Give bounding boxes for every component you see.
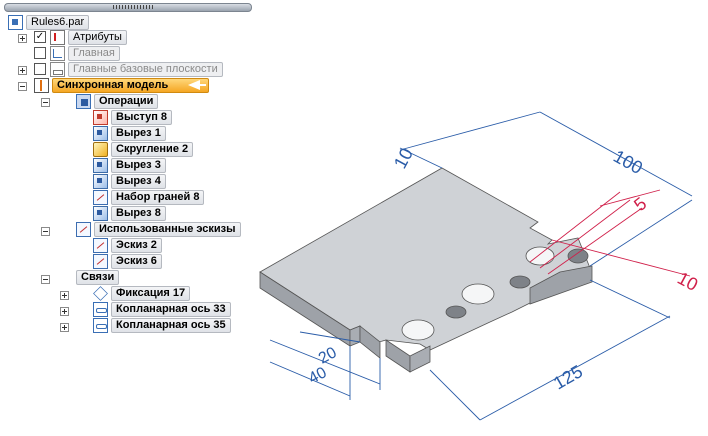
tree-item-op[interactable]: Выступ 8 [93, 110, 173, 125]
synchronous-icon [34, 78, 49, 93]
collapse-relations[interactable] [41, 275, 50, 284]
tree-item-sketch[interactable]: Эскиз 6 [93, 254, 162, 269]
dimension-5[interactable]: 5 [630, 193, 650, 215]
expand-attributes[interactable] [18, 34, 27, 43]
expand-relation[interactable] [60, 323, 69, 332]
dimension-lines-blue [269, 111, 693, 421]
op-label[interactable]: Набор граней 8 [111, 190, 205, 205]
path-finder-tree: Rules6.par ✓ Атрибуты Главная Главные ба… [0, 0, 260, 340]
tree-item-relation[interactable]: Копланарная ось 33 [93, 302, 231, 317]
op-label[interactable]: Вырез 1 [111, 126, 166, 141]
selection-arrow-tail [198, 84, 207, 86]
tree-item-attributes[interactable]: Атрибуты [50, 30, 127, 45]
slot-hole [445, 305, 467, 319]
dimension-10-top[interactable]: 10 [390, 145, 417, 172]
dimension-20[interactable]: 20 [316, 344, 340, 367]
cutout-icon [93, 158, 108, 173]
tree-item-relation[interactable]: Фиксация 17 [93, 286, 191, 301]
root-label[interactable]: Rules6.par [26, 15, 90, 30]
used-sketches-label[interactable]: Использованные эскизы [94, 222, 241, 237]
operations-icon [76, 94, 91, 109]
tree-item-used-sketches[interactable]: Использованные эскизы [76, 222, 241, 237]
cutout-icon [93, 174, 108, 189]
coplanar-axis-icon [93, 302, 108, 317]
pane-splitter[interactable] [4, 3, 252, 12]
tree-item-sync-model[interactable]: Синхронная модель [34, 78, 210, 93]
part-side-face[interactable] [385, 339, 411, 373]
slot-hole [401, 319, 435, 341]
op-label[interactable]: Вырез 8 [111, 206, 166, 221]
expand-base-planes[interactable] [18, 66, 27, 75]
relation-label[interactable]: Копланарная ось 33 [111, 302, 231, 317]
op-label[interactable]: Вырез 3 [111, 158, 166, 173]
attributes-icon [50, 30, 65, 45]
collapse-operations[interactable] [41, 98, 50, 107]
tree-item-op[interactable]: Вырез 3 [93, 158, 166, 173]
plane-icon [50, 62, 65, 77]
tree-item-operations[interactable]: Операции [76, 94, 159, 109]
collapse-used-sketches[interactable] [41, 227, 50, 236]
sketch-icon [76, 222, 91, 237]
tree-root[interactable]: Rules6.par [8, 15, 90, 30]
selection-arrow-icon [188, 80, 201, 90]
tree-item-sketch[interactable]: Эскиз 2 [93, 238, 162, 253]
part-side-face[interactable] [529, 265, 593, 305]
part-model[interactable] [259, 167, 593, 373]
expand-relation[interactable] [60, 291, 69, 300]
tree-item-op[interactable]: Скругление 2 [93, 142, 194, 157]
tree-item-relations[interactable]: Связи [76, 270, 120, 285]
relation-label[interactable]: Фиксация 17 [111, 286, 191, 301]
base-planes-label[interactable]: Главные базовые плоскости [68, 62, 223, 77]
dimension-10-right[interactable]: 10 [674, 268, 701, 295]
protrusion-icon [93, 110, 108, 125]
attributes-label[interactable]: Атрибуты [68, 30, 127, 45]
tree-item-op[interactable]: Вырез 1 [93, 126, 166, 141]
tree-item-main[interactable]: Главная [50, 46, 120, 61]
tree-item-op[interactable]: Вырез 4 [93, 174, 166, 189]
op-label[interactable]: Выступ 8 [111, 110, 173, 125]
coplanar-axis-icon [93, 318, 108, 333]
tree-item-base-planes[interactable]: Главные базовые плоскости [50, 62, 223, 77]
dimension-100[interactable]: 100 [610, 146, 646, 178]
relation-label[interactable]: Копланарная ось 35 [111, 318, 231, 333]
slot-hole [461, 283, 495, 305]
op-label[interactable]: Скругление 2 [111, 142, 194, 157]
tree-item-op[interactable]: Набор граней 8 [93, 190, 205, 205]
sketch-label[interactable]: Эскиз 2 [111, 238, 162, 253]
dimension-40[interactable]: 40 [306, 364, 330, 387]
dimension-lines-red [529, 189, 691, 277]
splitter-grip[interactable] [113, 5, 153, 9]
round-icon [93, 142, 108, 157]
slot-hole [567, 248, 589, 264]
attributes-checkbox[interactable]: ✓ [34, 31, 46, 43]
relations-label[interactable]: Связи [76, 270, 120, 285]
sketch-icon [93, 238, 108, 253]
part-side-face[interactable] [409, 345, 431, 373]
coordinate-system-icon [50, 46, 65, 61]
tree-item-op[interactable]: Вырез 8 [93, 206, 166, 221]
face-set-icon [93, 190, 108, 205]
main-label[interactable]: Главная [68, 46, 120, 61]
part-file-icon [8, 15, 23, 30]
slot-hole [509, 275, 531, 289]
sketch-label[interactable]: Эскиз 6 [111, 254, 162, 269]
expand-relation[interactable] [60, 307, 69, 316]
collapse-sync-model[interactable] [18, 82, 27, 91]
base-planes-checkbox[interactable] [34, 63, 46, 75]
cutout-icon [93, 126, 108, 141]
sketch-icon [93, 254, 108, 269]
cutout-icon [93, 206, 108, 221]
op-label[interactable]: Вырез 4 [111, 174, 166, 189]
operations-label[interactable]: Операции [94, 94, 159, 109]
sync-model-label[interactable]: Синхронная модель [52, 78, 210, 93]
dimension-125[interactable]: 125 [550, 361, 586, 393]
tree-item-relation[interactable]: Копланарная ось 35 [93, 318, 231, 333]
part-side-face[interactable] [349, 325, 361, 347]
main-checkbox[interactable] [34, 47, 46, 59]
slot-hole [525, 246, 555, 266]
